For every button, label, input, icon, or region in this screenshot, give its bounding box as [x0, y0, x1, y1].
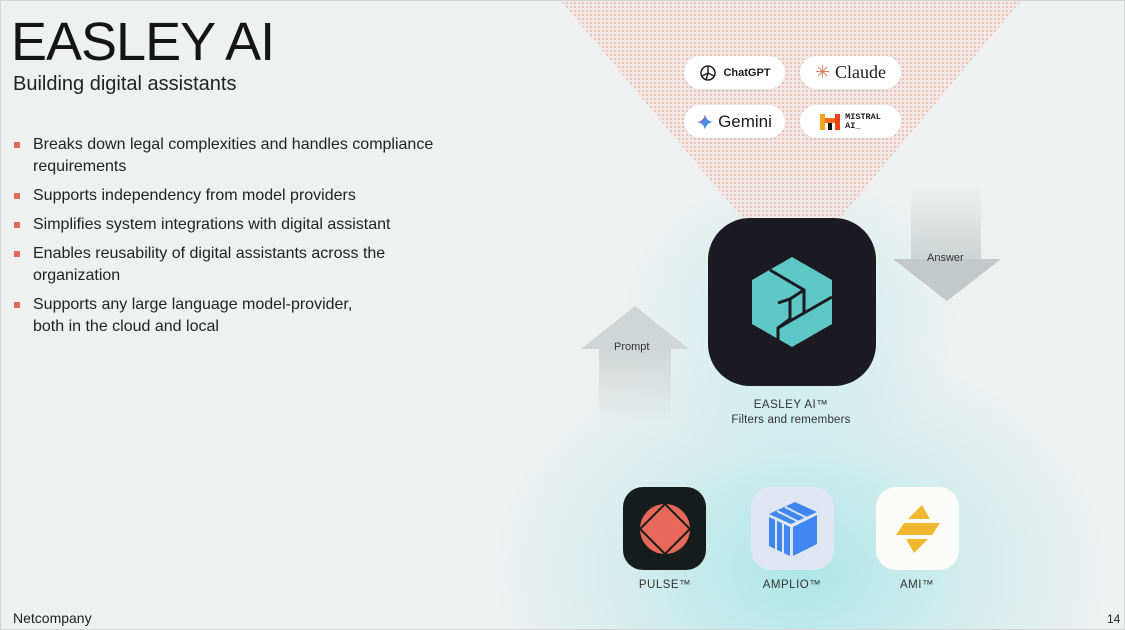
slide-subtitle: Building digital assistants: [13, 73, 237, 95]
page-number: 14: [1107, 612, 1121, 626]
mistral-icon: [820, 113, 841, 130]
bullet-marker: [14, 251, 20, 257]
answer-label: Answer: [927, 252, 964, 264]
answer-arrow-shaft: [911, 186, 981, 261]
bullet-item: Supports any large language model-provid…: [14, 294, 384, 338]
pulse-app-icon: [623, 487, 706, 570]
core-name: EASLEY AI™: [753, 399, 829, 411]
bullet-item: Enables reusability of digital assistant…: [14, 243, 404, 287]
app-label-pulse: PULSE™: [638, 579, 692, 591]
hexagon-cube-icon: [752, 257, 833, 347]
pulse-icon: [638, 502, 691, 555]
bullet-marker: [14, 302, 20, 308]
core-tagline: Filters and remembers: [731, 414, 851, 426]
bullet-item: Simplifies system integrations with digi…: [14, 214, 434, 236]
bullet-item: Breaks down legal complexities and handl…: [14, 134, 434, 178]
prompt-arrow-head: [581, 306, 689, 349]
provider-claude: ✳ Claude: [800, 56, 901, 89]
bullet-marker: [14, 193, 20, 199]
provider-chatgpt: ChatGPT: [684, 56, 785, 89]
answer-arrow-head: [893, 259, 1001, 301]
gemini-icon: [697, 113, 714, 130]
amplio-app-icon: [751, 487, 834, 570]
provider-gemini: Gemini: [684, 105, 785, 138]
bullet-item: Supports independency from model provide…: [14, 185, 434, 207]
app-label-amplio: AMPLIO™: [762, 579, 822, 591]
bullet-list: Breaks down legal complexities and handl…: [14, 134, 434, 345]
prompt-label: Prompt: [614, 341, 650, 353]
easley-ai-logo: [708, 218, 876, 386]
footer-company: Netcompany: [13, 610, 92, 626]
bullet-marker: [14, 142, 20, 148]
box-icon: [768, 501, 817, 556]
ami-app-icon: [876, 487, 959, 570]
chatgpt-icon: [700, 64, 717, 81]
bullet-marker: [14, 222, 20, 228]
app-label-ami: AMI™: [900, 579, 934, 591]
ami-icon: [895, 504, 940, 553]
slide-title: EASLEY AI: [11, 12, 275, 72]
prompt-arrow-shaft: [599, 349, 671, 424]
claude-icon: ✳: [814, 62, 831, 82]
